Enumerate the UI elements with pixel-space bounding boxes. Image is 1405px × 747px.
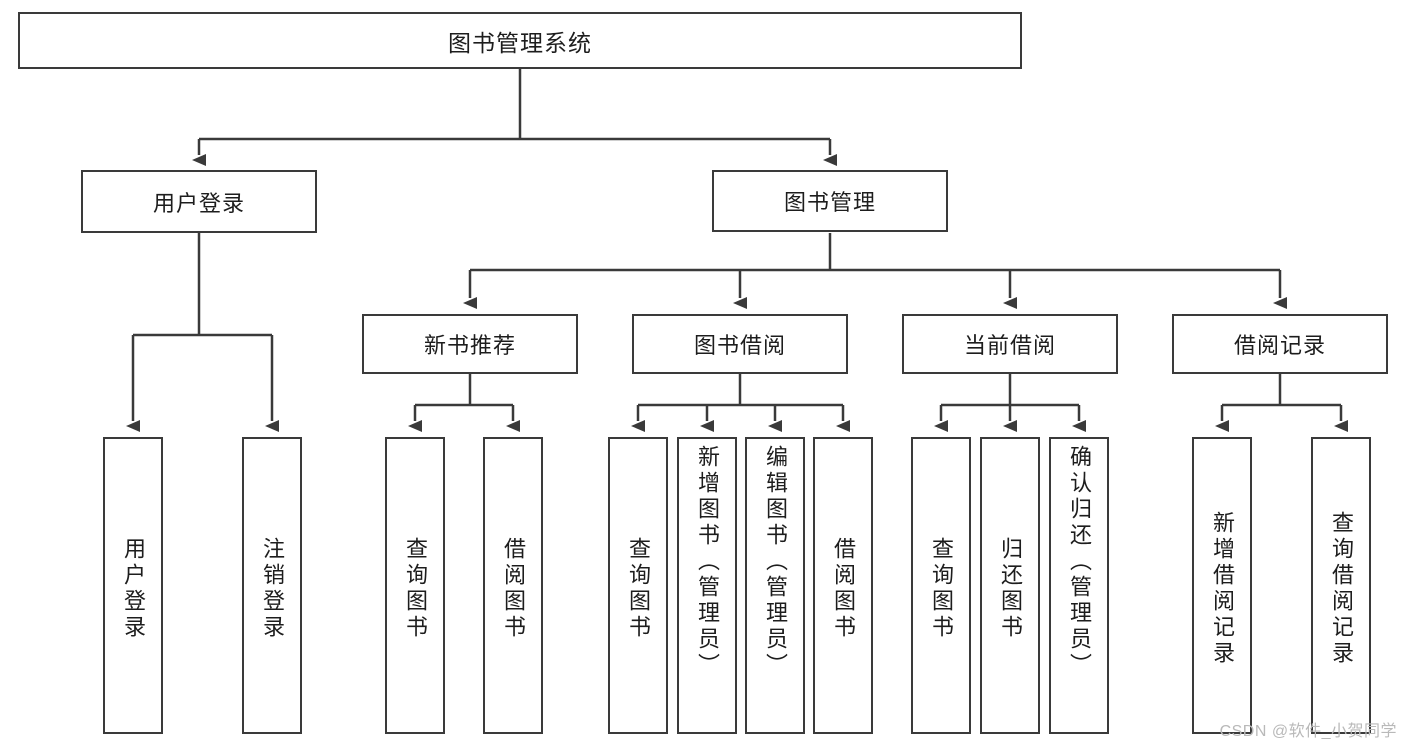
- node-new-book-recommend[interactable]: 新书推荐: [362, 314, 578, 374]
- leaf-query-book-recommend[interactable]: 查询图书: [385, 437, 445, 734]
- node-root-book-management-system[interactable]: 图书管理系统: [18, 12, 1022, 69]
- leaf-user-login[interactable]: 用户登录: [103, 437, 163, 734]
- leaf-return-book[interactable]: 归还图书: [980, 437, 1040, 734]
- leaf-confirm-return-admin[interactable]: 确认归还（管理员）: [1049, 437, 1109, 734]
- node-borrow-record[interactable]: 借阅记录: [1172, 314, 1388, 374]
- leaf-query-book-current[interactable]: 查询图书: [911, 437, 971, 734]
- leaf-query-book-borrow[interactable]: 查询图书: [608, 437, 668, 734]
- leaf-borrow-book-recommend[interactable]: 借阅图书: [483, 437, 543, 734]
- leaf-borrow-book[interactable]: 借阅图书: [813, 437, 873, 734]
- leaf-query-borrow-record[interactable]: 查询借阅记录: [1311, 437, 1371, 734]
- node-book-borrow[interactable]: 图书借阅: [632, 314, 848, 374]
- leaf-add-borrow-record[interactable]: 新增借阅记录: [1192, 437, 1252, 734]
- node-book-management[interactable]: 图书管理: [712, 170, 948, 232]
- node-current-borrow[interactable]: 当前借阅: [902, 314, 1118, 374]
- node-user-login[interactable]: 用户登录: [81, 170, 317, 233]
- leaf-edit-book-admin[interactable]: 编辑图书（管理员）: [745, 437, 805, 734]
- watermark: CSDN @软件_小贺同学: [1219, 723, 1397, 740]
- leaf-logout[interactable]: 注销登录: [242, 437, 302, 734]
- leaf-add-book-admin[interactable]: 新增图书（管理员）: [677, 437, 737, 734]
